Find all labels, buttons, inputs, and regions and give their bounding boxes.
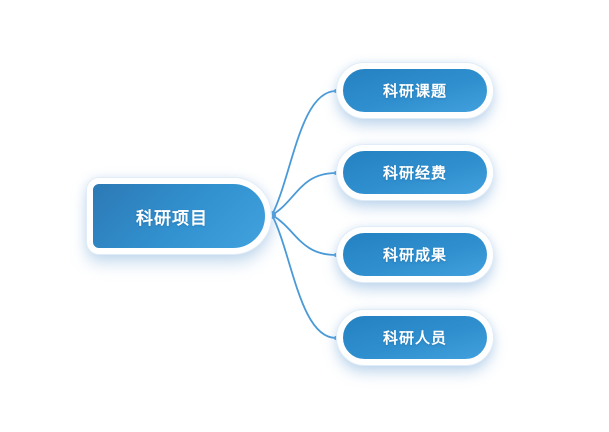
branch-node-label: 科研成果 <box>382 247 447 264</box>
branch-node-funding[interactable]: 科研经费 <box>337 145 493 200</box>
connector-line-results <box>271 214 337 256</box>
branch-node-topic[interactable]: 科研课题 <box>337 63 493 118</box>
branch-node-label: 科研课题 <box>382 83 447 100</box>
connector-line-personnel <box>271 214 337 339</box>
root-node-label: 科研项目 <box>136 208 208 228</box>
connector-line-topic <box>271 90 337 216</box>
branch-node-personnel[interactable]: 科研人员 <box>337 310 493 365</box>
branch-node-label: 科研经费 <box>382 165 447 182</box>
connector-line-funding <box>271 172 337 216</box>
root-node[interactable]: 科研项目 <box>87 178 271 254</box>
branch-node-label: 科研人员 <box>382 330 447 347</box>
branch-node-results[interactable]: 科研成果 <box>337 227 493 282</box>
